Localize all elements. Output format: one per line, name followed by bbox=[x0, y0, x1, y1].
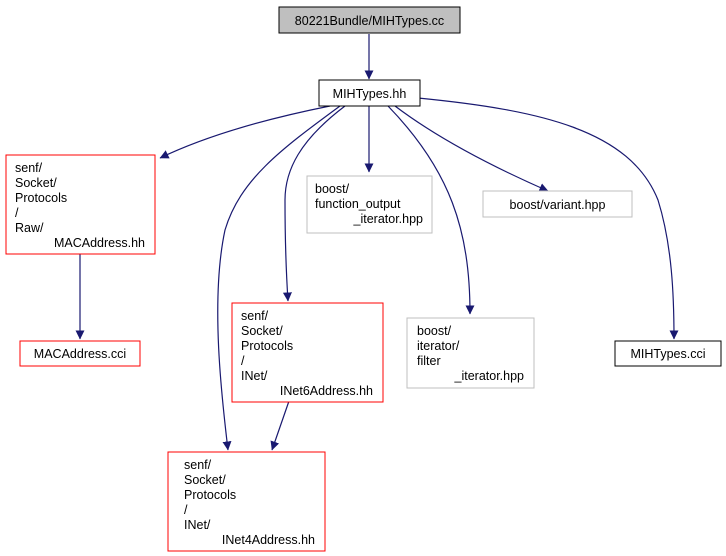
node-inet6address-hh[interactable]: senf/ Socket/ Protocols / INet/ INet6Add… bbox=[231, 302, 384, 403]
edge-mihtypes-hh-to-variant bbox=[394, 105, 549, 192]
edge-mihtypes-hh-to-mihtypes-cci bbox=[417, 97, 679, 340]
node-inet4address-hh-line-2: Socket/ bbox=[184, 473, 226, 487]
node-macaddress-hh-line-4: / bbox=[15, 206, 19, 220]
node-macaddress-hh-line-5: Raw/ bbox=[15, 221, 44, 235]
node-inet6address-hh-line-6: INet6Address.hh bbox=[280, 384, 373, 398]
node-root[interactable]: 80221Bundle/MIHTypes.cc bbox=[278, 6, 461, 34]
node-inet4address-hh-line-3: Protocols bbox=[184, 488, 236, 502]
node-mihtypes-hh-line-1: MIHTypes.hh bbox=[333, 87, 407, 101]
node-mihtypes-hh[interactable]: MIHTypes.hh bbox=[318, 79, 421, 107]
node-mihtypes-cci-line-1: MIHTypes.cci bbox=[630, 347, 705, 361]
node-inet6address-hh-line-1: senf/ bbox=[241, 309, 269, 323]
node-macaddress-hh-line-2: Socket/ bbox=[15, 176, 57, 190]
node-inet6address-hh-line-5: INet/ bbox=[241, 369, 268, 383]
node-function-output-iterator-line-2: function_output bbox=[315, 197, 401, 211]
node-filter-iterator[interactable]: boost/ iterator/ filter _iterator.hpp bbox=[406, 317, 535, 389]
node-function-output-iterator-line-3: _iterator.hpp bbox=[353, 212, 424, 226]
node-variant-hpp-line-1: boost/variant.hpp bbox=[510, 198, 606, 212]
node-root-line-1: 80221Bundle/MIHTypes.cc bbox=[295, 14, 444, 28]
node-inet6address-hh-line-2: Socket/ bbox=[241, 324, 283, 338]
node-macaddress-hh[interactable]: senf/ Socket/ Protocols / Raw/ MACAddres… bbox=[5, 154, 156, 255]
node-mihtypes-cci[interactable]: MIHTypes.cci bbox=[614, 340, 722, 367]
node-function-output-iterator-line-1: boost/ bbox=[315, 182, 350, 196]
node-filter-iterator-line-1: boost/ bbox=[417, 324, 452, 338]
node-inet4address-hh-line-1: senf/ bbox=[184, 458, 212, 472]
node-macaddress-cci[interactable]: MACAddress.cci bbox=[19, 340, 141, 367]
node-inet6address-hh-line-4: / bbox=[241, 354, 245, 368]
node-function-output-iterator[interactable]: boost/ function_output _iterator.hpp bbox=[306, 175, 433, 234]
node-inet6address-hh-line-3: Protocols bbox=[241, 339, 293, 353]
node-inet4address-hh-line-6: INet4Address.hh bbox=[222, 533, 315, 547]
node-inet4address-hh[interactable]: senf/ Socket/ Protocols / INet/ INet4Add… bbox=[167, 451, 326, 552]
edge-inet6address-hh-to-inet4address-hh bbox=[270, 400, 290, 451]
edge-mihtypes-hh-to-inet6address-hh bbox=[282, 105, 346, 302]
node-variant-hpp[interactable]: boost/variant.hpp bbox=[482, 190, 633, 218]
node-filter-iterator-line-4: _iterator.hpp bbox=[454, 369, 525, 383]
edge-mihtypes-hh-to-macaddress-hh bbox=[159, 105, 331, 159]
edge-mihtypes-hh-to-inet4address-hh bbox=[217, 105, 341, 451]
edge-mihtypes-hh-to-filter-iterator bbox=[387, 105, 475, 315]
node-filter-iterator-line-3: filter bbox=[417, 354, 441, 368]
node-macaddress-hh-line-1: senf/ bbox=[15, 161, 43, 175]
node-macaddress-hh-line-6: MACAddress.hh bbox=[54, 236, 145, 250]
node-inet4address-hh-line-4: / bbox=[184, 503, 188, 517]
node-filter-iterator-line-2: iterator/ bbox=[417, 339, 460, 353]
node-inet4address-hh-line-5: INet/ bbox=[184, 518, 211, 532]
node-macaddress-hh-line-3: Protocols bbox=[15, 191, 67, 205]
node-macaddress-cci-line-1: MACAddress.cci bbox=[34, 347, 126, 361]
